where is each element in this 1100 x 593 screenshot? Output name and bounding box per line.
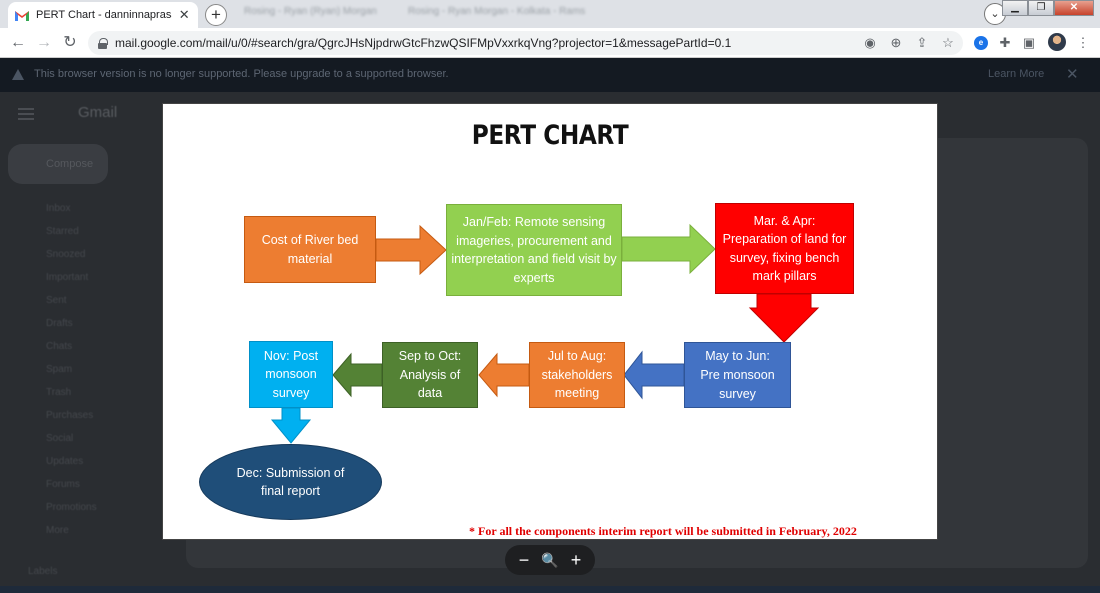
sidebar-item-starred[interactable]: Starred [46, 226, 79, 237]
sidebar-item-inbox[interactable]: Inbox [46, 203, 71, 214]
infobar-message: This browser version is no longer suppor… [34, 68, 449, 80]
maximize-button[interactable]: ❐ [1028, 0, 1054, 16]
extensions-puzzle-icon[interactable]: ✚ [999, 35, 1011, 50]
labels-header: Labels [28, 566, 58, 577]
node-mar-apr: Mar. & Apr: Preparation of land for surv… [715, 203, 854, 294]
tab-title: PERT Chart - danninnaprasad@g [36, 9, 172, 21]
unsupported-browser-bar: This browser version is no longer suppor… [0, 58, 1100, 92]
sidebar-item-sent[interactable]: Sent [46, 295, 67, 306]
new-tab-button[interactable]: + [205, 4, 227, 26]
arrow-sepoct-to-nov [332, 352, 383, 398]
sidebar-item-spam[interactable]: Spam [46, 364, 73, 375]
zoom-icon[interactable]: ⊕ [890, 35, 902, 50]
node-sep-oct: Sep to Oct: Analysis of data [382, 342, 478, 408]
more-menu-icon[interactable]: ⋮ [1076, 35, 1090, 50]
sidebar-item-snoozed[interactable]: Snoozed [46, 249, 86, 260]
pert-chart-slide: PERT CHART Cost of River bed material Ja… [162, 103, 938, 540]
learn-more-link[interactable]: Learn More [988, 68, 1045, 80]
sidebar-item-updates[interactable]: Updates [46, 456, 84, 467]
node-cost-river-bed: Cost of River bed material [244, 216, 376, 283]
zoom-out-button[interactable]: − [518, 550, 530, 570]
sidebar-item-social[interactable]: Social [46, 433, 74, 444]
share-icon[interactable]: ⇪ [916, 35, 928, 50]
address-bar[interactable]: mail.google.com/mail/u/0/#search/gra/Qgr… [88, 31, 963, 55]
minimize-button[interactable]: ▁ [1002, 0, 1028, 16]
hamburger-menu-icon[interactable] [18, 108, 34, 120]
reload-icon[interactable]: ↻ [63, 34, 77, 51]
zoom-reset-icon[interactable]: 🔍 [541, 552, 559, 568]
node-jan-feb: Jan/Feb: Remote sensing imageries, procu… [446, 204, 622, 296]
eye-icon[interactable]: ◉ [864, 35, 876, 50]
lock-icon[interactable] [98, 37, 108, 49]
warning-icon [12, 69, 24, 80]
sidebar-item-promotions[interactable]: Promotions [46, 502, 97, 513]
sidebar-item-drafts[interactable]: Drafts [46, 318, 73, 329]
os-taskbar [0, 586, 1100, 593]
sidebar-item-trash[interactable]: Trash [46, 387, 72, 398]
node-jul-aug: Jul to Aug: stakeholders meeting [529, 342, 625, 408]
sidebar-item-important[interactable]: Important [46, 272, 89, 283]
node-may-jun: May to Jun: Pre monsoon survey [684, 342, 791, 408]
window-controls: ▁ ❐ ✕ [1002, 0, 1094, 16]
background-tab[interactable]: Rosing - Ryan (Ryan) Morgan [244, 6, 377, 17]
gmail-logo: Gmail [78, 104, 118, 121]
arrow-julaug-to-sepoct [478, 352, 530, 398]
node-nov: Nov: Post monsoon survey [249, 341, 333, 408]
tab-strip: PERT Chart - danninnaprasad@g ✕ + Rosing… [0, 0, 1100, 28]
profile-avatar[interactable] [1048, 33, 1066, 51]
node-julaug-label: Jul to Aug: stakeholders meeting [541, 349, 613, 401]
gmail-icon [14, 9, 30, 21]
sidebar-item-chats[interactable]: Chats [46, 341, 73, 352]
arrow-cost-to-janfeb [375, 224, 447, 276]
sidebar-item-purchases[interactable]: Purchases [46, 410, 94, 421]
browser-toolbar: ← → ↻ mail.google.com/mail/u/0/#search/g… [0, 28, 1100, 58]
tab-close-icon[interactable]: ✕ [178, 7, 190, 22]
node-marapr-heading: Mar. & Apr: [753, 213, 816, 228]
footnote: * For all the components interim report … [469, 524, 857, 538]
zoom-in-button[interactable]: + [570, 550, 582, 570]
node-janfeb-label: Jan/Feb: Remote sensing imageries, procu… [451, 215, 617, 285]
tab-pert-chart[interactable]: PERT Chart - danninnaprasad@g ✕ [8, 2, 198, 28]
forward-arrow-icon[interactable]: → [36, 34, 52, 51]
node-mayjun-heading: May to Jun: [705, 349, 770, 363]
node-sepoct-label: Sep to Oct: Analysis of data [398, 349, 462, 401]
background-tab[interactable]: Rosing - Ryan Morgan - Kolkata - Rams [408, 6, 586, 17]
side-panel-icon[interactable]: ▣ [1022, 35, 1036, 50]
node-marapr-label: Preparation of land for survey, fixing b… [722, 232, 847, 283]
node-cost-label: Cost of River bed material [261, 233, 359, 266]
node-mayjun-label: Pre monsoon survey [700, 368, 775, 401]
sidebar-item-more[interactable]: More [46, 525, 69, 536]
flow-arrows [270, 223, 820, 444]
bookmark-star-icon[interactable]: ☆ [942, 35, 954, 50]
arrow-janfeb-to-marapr [621, 223, 716, 275]
extension-badge-icon[interactable]: e [974, 36, 988, 50]
infobar-close-icon[interactable]: ✕ [1066, 66, 1079, 83]
arrow-nov-to-dec [270, 407, 312, 444]
back-arrow-icon[interactable]: ← [10, 34, 26, 51]
arrow-mayjun-to-julaug [623, 350, 685, 400]
close-window-button[interactable]: ✕ [1054, 0, 1094, 16]
arrow-marapr-to-mayjun [748, 293, 820, 343]
compose-button[interactable]: Compose [8, 144, 108, 184]
zoom-controls: − 🔍 + [505, 545, 595, 575]
node-nov-label: Nov: Post monsoon survey [263, 348, 319, 400]
slide-title: PERT CHART [471, 120, 629, 151]
node-dec-label: Dec: Submission of final report [236, 465, 345, 499]
node-dec: Dec: Submission of final report [199, 444, 382, 520]
sidebar-item-forums[interactable]: Forums [46, 479, 80, 490]
url-text: mail.google.com/mail/u/0/#search/gra/Qgr… [115, 36, 732, 50]
